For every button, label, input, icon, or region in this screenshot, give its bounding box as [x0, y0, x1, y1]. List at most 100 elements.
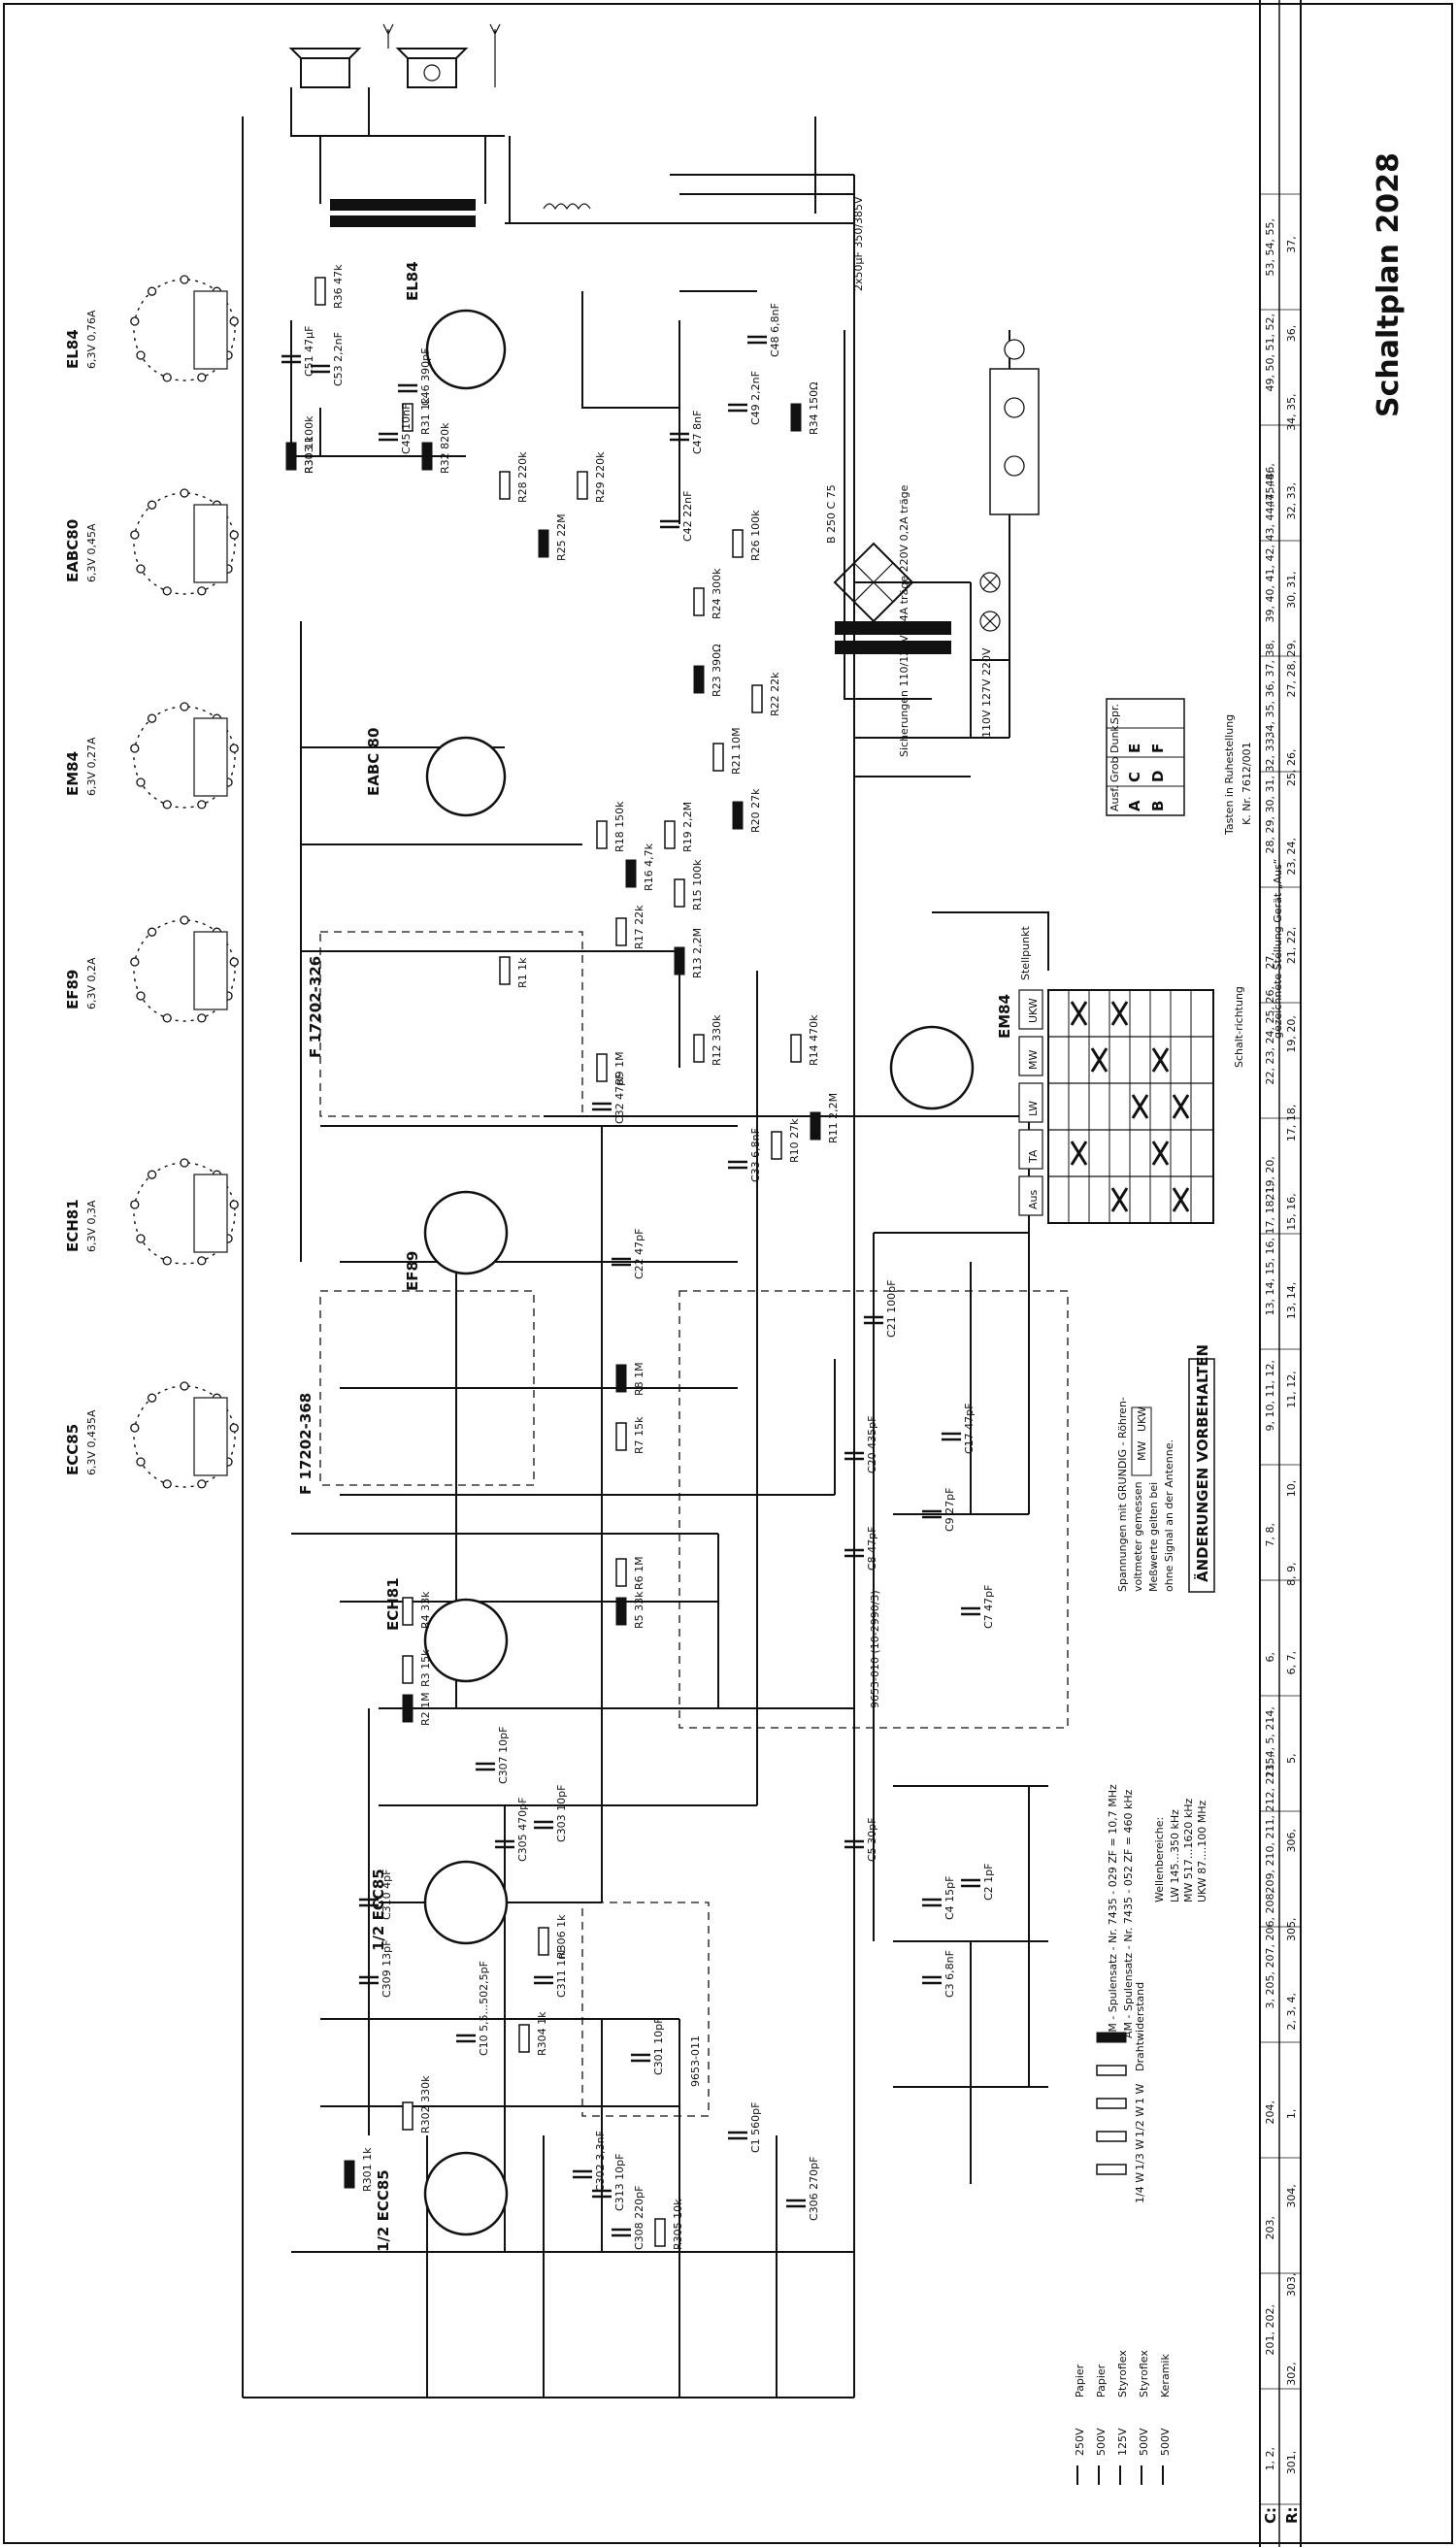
- switch-contact: [1070, 1141, 1088, 1166]
- socket-pin: [162, 1256, 172, 1266]
- capacitor: C305 470pF: [495, 1798, 529, 1862]
- legend-cap-type: Styroflex: [1116, 2350, 1129, 2398]
- resistor: R12 330k: [693, 1014, 723, 1066]
- socket-pin: [229, 530, 239, 540]
- key-letter: D: [1149, 771, 1167, 782]
- key-number: K. Nr. 7612/001: [1241, 742, 1253, 825]
- component-label: R30 1k: [303, 436, 315, 474]
- switch-contact: [1090, 1047, 1109, 1073]
- note-line-1: Spannungen mit GRUNDIG - Röhren-: [1116, 1397, 1129, 1592]
- filter-label-9653-011: 9653-011: [689, 2035, 702, 2087]
- socket-pin: [162, 800, 172, 810]
- component-label: C309 13pF: [381, 1940, 393, 1998]
- resistor: R7 15k: [615, 1416, 645, 1454]
- component-label: C22 47pF: [633, 1229, 645, 1279]
- component-label: R28 220k: [516, 451, 529, 503]
- capacitor: C309 13pF: [359, 1940, 393, 1998]
- key-letter: C: [1126, 772, 1143, 782]
- grid-cell-c: 39, 40, 41, 42, 43, 44, 45, 46,: [1264, 463, 1276, 622]
- capacitor: C46 390pF: [398, 348, 432, 406]
- component-label: R302 330k: [419, 2075, 432, 2134]
- capacitor: C308 220pF: [612, 2186, 645, 2250]
- grid-cell-r: 19, 20,: [1285, 1015, 1298, 1052]
- grid-cell-r: 1,: [1285, 2109, 1298, 2120]
- grid-cell-r: 304,: [1285, 2184, 1298, 2208]
- component-label: C51 47µF: [303, 326, 315, 378]
- resistor-body: [625, 859, 637, 888]
- component-label: R31 1k: [419, 397, 432, 435]
- tube-label-ecc85-a: 1/2 ECC85: [370, 1869, 387, 1951]
- grid-cell-c: 47, 48,: [1264, 470, 1276, 507]
- coil-info: FM - Spulensatz - Nr. 7435 - 029 ZF = 10…: [1107, 1784, 1208, 2038]
- output-stage: [288, 23, 591, 227]
- component-label: C20 435pF: [866, 1416, 878, 1473]
- resistor: R305 10k: [654, 2199, 684, 2250]
- component-label: C32 47pF: [613, 1074, 626, 1124]
- component-label: R301 1k: [361, 2147, 374, 2192]
- filter-boxes: F 17202-326 F 17202-368 9653-011 9653-01…: [297, 931, 1069, 2117]
- switch-col-box: [1018, 989, 1043, 1030]
- component-label: C42 22nF: [681, 491, 694, 542]
- component-label: R304 1k: [536, 2011, 548, 2056]
- legend-resistor: [1096, 2098, 1127, 2109]
- grid-cell-r: 17, 18,: [1285, 1105, 1298, 1141]
- resistor: R15 100k: [674, 859, 704, 910]
- grid-cell-r: 10,: [1285, 1480, 1298, 1498]
- tube-label-eabc80: EABC 80: [365, 728, 382, 796]
- resistor: R5 33k: [615, 1591, 645, 1629]
- component-label: R16 4,7k: [643, 843, 655, 891]
- resistor: R301 1k: [344, 2147, 374, 2192]
- resistor: R11 2,2M: [810, 1093, 840, 1143]
- resistor: R16 4,7k: [625, 843, 655, 891]
- resistor: R34 150Ω: [790, 381, 820, 435]
- grid-cell-r: 305,: [1285, 1918, 1298, 1942]
- capacitor: C307 10pF: [476, 1727, 510, 1784]
- resistor: R303 100k: [285, 415, 315, 474]
- resistor-body: [693, 665, 705, 694]
- resistor: R24 300k: [693, 568, 723, 619]
- resistor-body: [402, 1655, 414, 1684]
- capacitor: C32 47pF: [592, 1074, 626, 1124]
- socket-name: EL84: [64, 329, 82, 369]
- switch-col-box: [1018, 1175, 1043, 1216]
- component-label: C308 220pF: [633, 2186, 645, 2250]
- grid-cell-c: 1, 2,: [1264, 2447, 1276, 2471]
- socket-pin: [130, 1423, 140, 1433]
- filter-label-368: F 17202-368: [297, 1393, 314, 1495]
- resistor: R29 220k: [577, 451, 607, 503]
- legend-cap-type: Keramik: [1159, 2354, 1172, 2398]
- grid-cell-r: 8, 9,: [1285, 1562, 1298, 1586]
- measurement-notes: Spannungen mit GRUNDIG - Röhren- voltmet…: [1116, 1344, 1215, 1593]
- tubes: EL84 EABC 80 EF89 ECH81 1/2 ECC85 1/2 EC…: [365, 261, 1013, 2252]
- resistor-body: [615, 1422, 627, 1451]
- socket-voltage-box: [193, 717, 228, 797]
- grid-cell-r: 30, 31,: [1285, 571, 1298, 608]
- socket-name: EABC80: [64, 519, 82, 582]
- component-label: C5 30pF: [866, 1818, 878, 1862]
- resistor-body: [674, 878, 685, 908]
- grid-cell-r: 21, 22,: [1285, 927, 1298, 964]
- legend-resistor: [1096, 2065, 1127, 2076]
- capacitor: C10 5,5...502,5pF: [456, 1961, 490, 2056]
- switch-side-label: Schalt-richtung: [1233, 986, 1245, 1068]
- grid-cell-r: 11, 12,: [1285, 1371, 1298, 1407]
- grid-cell-r: 36,: [1285, 325, 1298, 343]
- capacitor: C45 10nF: [379, 404, 413, 454]
- component-label: C301 10pF: [652, 2018, 665, 2075]
- component-label: C1 560pF: [749, 2102, 762, 2153]
- key-letter: A: [1126, 800, 1143, 811]
- capacitor: C313 10pF: [592, 2154, 626, 2211]
- socket-pin: [136, 564, 146, 574]
- wave-ukw: UKW 87....100 MHz: [1196, 1801, 1208, 1902]
- socket-pin: [130, 530, 140, 540]
- switch-contact: [1110, 1001, 1129, 1026]
- component-label: R306 1k: [555, 1914, 568, 1959]
- component-label: C313 10pF: [613, 2154, 626, 2211]
- fuse-label: Sicherungen 110/127V 0,4A träge 220V 0,2…: [898, 484, 910, 757]
- resistor: R9 1M: [596, 1051, 626, 1085]
